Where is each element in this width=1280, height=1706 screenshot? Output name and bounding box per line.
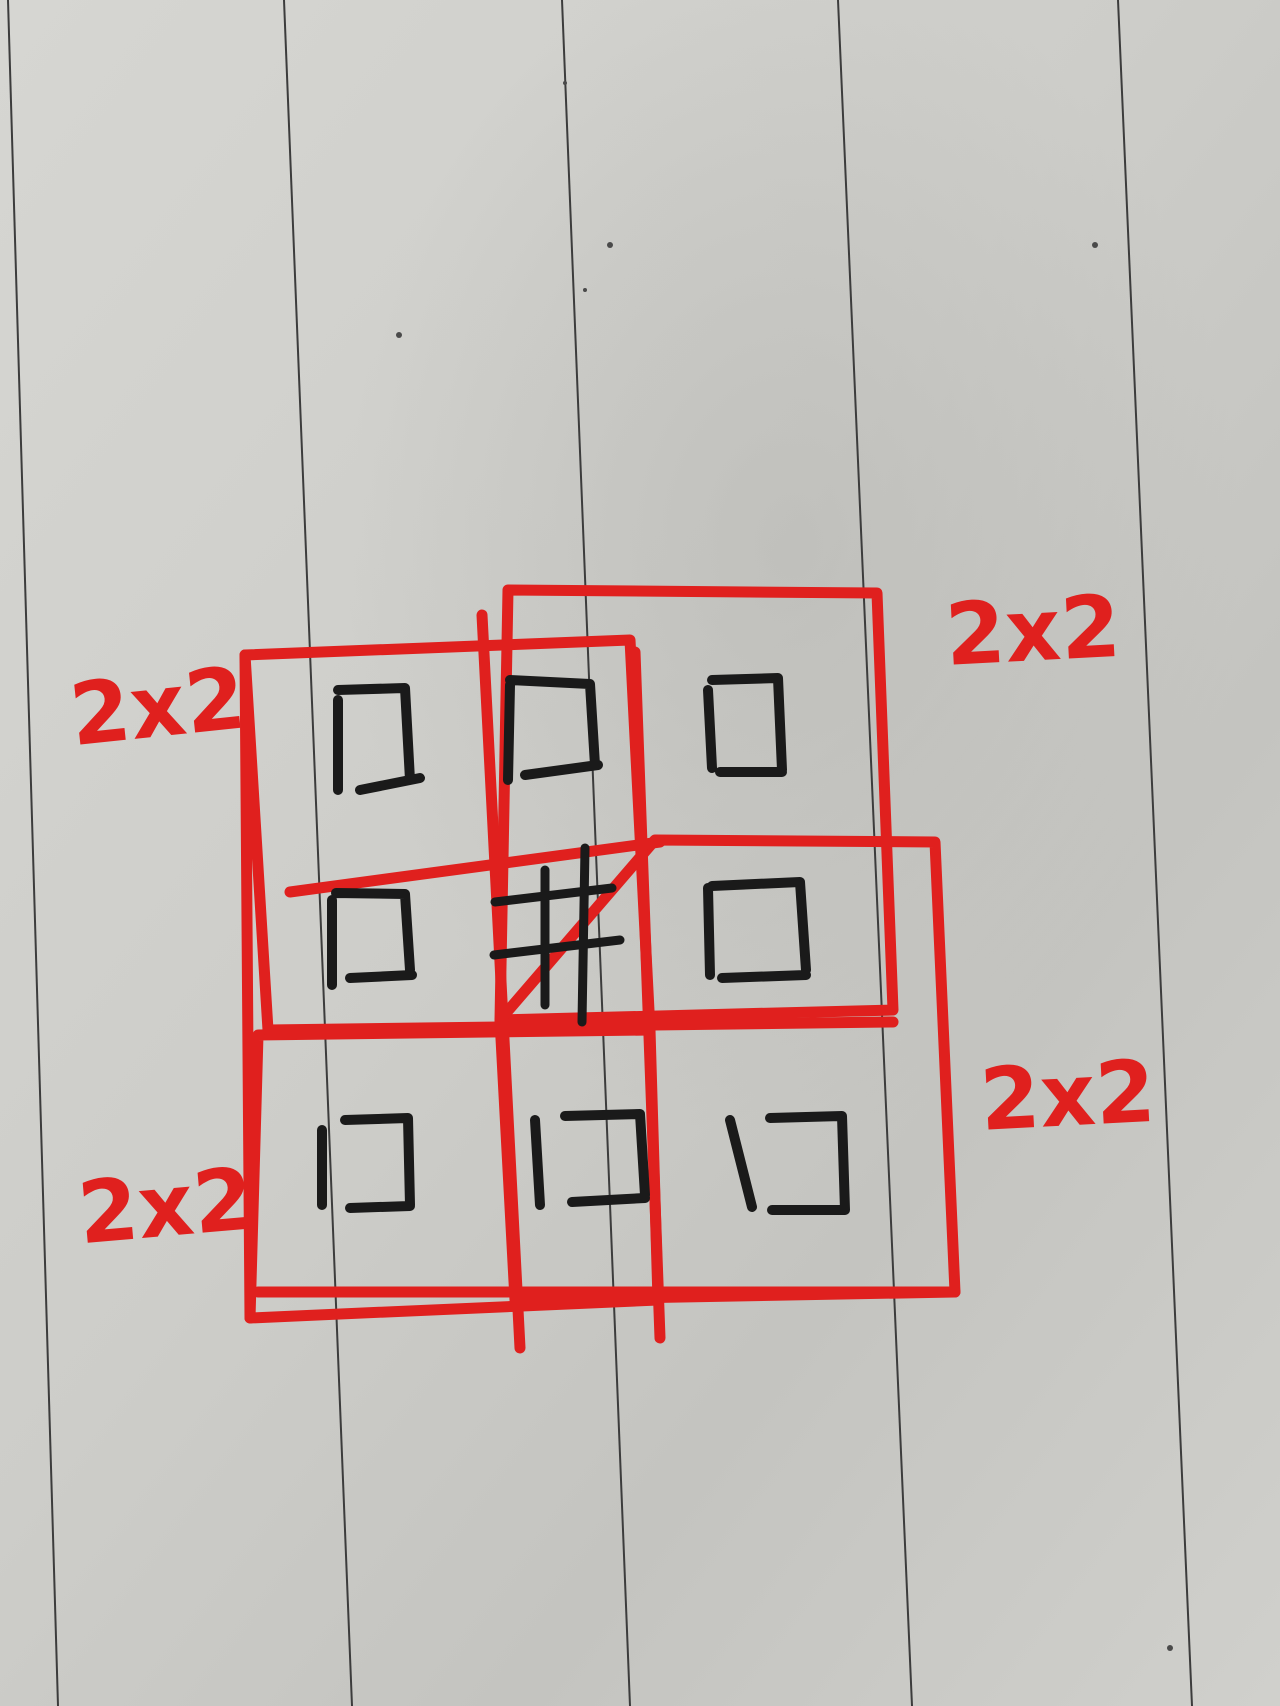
label-top-right: 2x2 [943,577,1123,686]
box-top-right [494,584,899,1026]
cell-squares [317,673,850,1215]
hash-symbol [489,843,625,1027]
label-bottom-right: 2x2 [978,1042,1158,1151]
red-2x2-boxes [239,584,961,1354]
label-top-left: 2x2 [65,648,250,766]
paper-specks [396,81,1173,1651]
label-bottom-left: 2x2 [74,1149,257,1264]
